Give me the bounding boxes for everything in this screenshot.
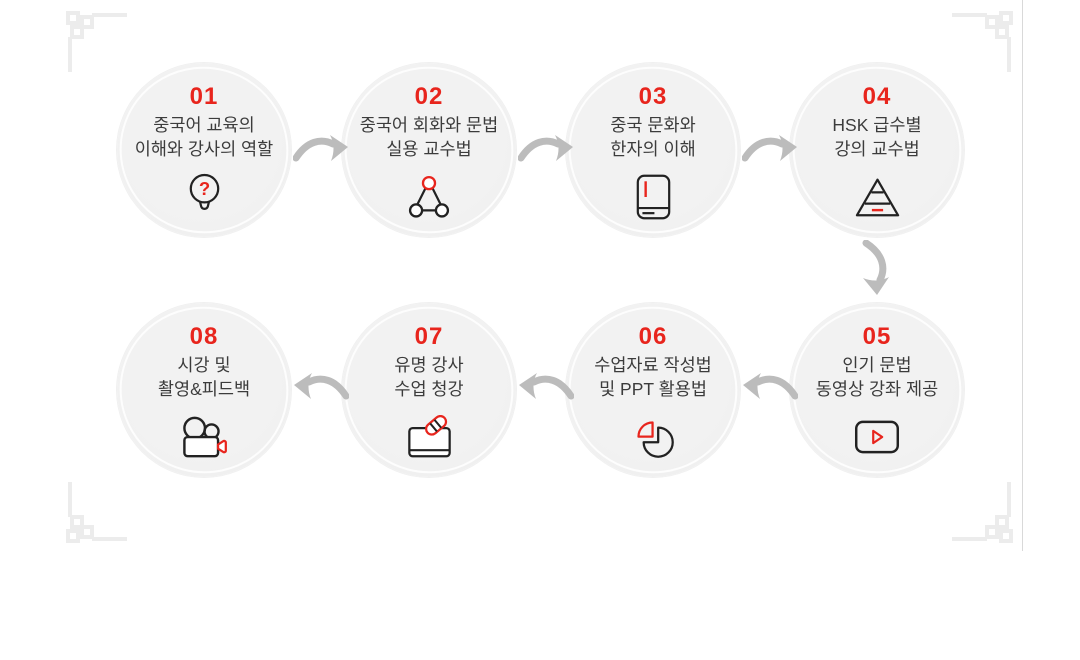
- arrow-left-icon: [293, 368, 349, 406]
- step-title: 중국 문화와 한자의 이해: [610, 113, 695, 161]
- step-number: 07: [414, 323, 444, 350]
- step-title-line1: 중국어 회화와 문법: [359, 115, 499, 135]
- step-title: 중국어 회화와 문법 실용 교수법: [360, 113, 499, 161]
- step-number: 05: [862, 323, 892, 350]
- arrow-down-icon: [856, 240, 894, 296]
- network-nodes-icon: [407, 171, 451, 223]
- svg-text:?: ?: [198, 178, 209, 199]
- step-title-line2: 및 PPT 활용법: [599, 379, 707, 399]
- step-title-line2: 동영상 강좌 제공: [815, 379, 939, 399]
- step-number: 06: [638, 323, 668, 350]
- arrow-left-icon: [742, 368, 798, 406]
- board-eraser-icon: [406, 411, 453, 463]
- pie-chart-icon: [631, 411, 676, 463]
- step-number: 02: [414, 83, 444, 110]
- arrow-right-icon: [742, 130, 798, 168]
- step-number: 08: [189, 323, 219, 350]
- step-circle-01: 01 중국어 교육의 이해와 강사의 역할 ?: [117, 63, 291, 237]
- step-title-line1: 유명 강사: [394, 355, 464, 375]
- step-title-line2: 한자의 이해: [610, 139, 696, 159]
- step-title: 인기 문법 동영상 강좌 제공: [816, 353, 938, 401]
- step-title-line2: 수업 청강: [394, 379, 464, 399]
- step-number: 01: [189, 83, 219, 110]
- step-title-line1: 중국어 교육의: [153, 115, 255, 135]
- frame-corner-bottom-left-icon: [64, 482, 127, 545]
- step-title: 중국어 교육의 이해와 강사의 역할: [135, 113, 274, 161]
- step-circle-02: 02 중국어 회화와 문법 실용 교수법: [342, 63, 516, 237]
- step-circle-05: 05 인기 문법 동영상 강좌 제공: [790, 303, 964, 477]
- frame-corner-bottom-right-icon: [952, 482, 1015, 545]
- step-title: HSK 급수별 강의 교수법: [832, 113, 921, 161]
- step-title-line2: 실용 교수법: [386, 139, 472, 159]
- frame-corner-top-left-icon: [64, 9, 127, 72]
- step-title-line1: 중국 문화와: [610, 115, 696, 135]
- page-right-border: [1022, 0, 1023, 551]
- step-title: 수업자료 작성법 및 PPT 활용법: [594, 353, 712, 401]
- arrow-right-icon: [293, 130, 349, 168]
- arrow-left-icon: [518, 368, 574, 406]
- step-title-line2: 이해와 강사의 역할: [134, 139, 274, 159]
- lightbulb-question-icon: ?: [184, 171, 225, 223]
- book-icon: [635, 171, 672, 223]
- step-circle-03: 03 중국 문화와 한자의 이해: [566, 63, 740, 237]
- video-play-icon: [854, 411, 900, 463]
- step-number: 03: [638, 83, 668, 110]
- pyramid-levels-icon: [854, 171, 901, 223]
- step-title: 시강 및 촬영&피드백: [158, 353, 250, 401]
- step-number: 04: [862, 83, 892, 110]
- step-circle-06: 06 수업자료 작성법 및 PPT 활용법: [566, 303, 740, 477]
- step-title-line1: HSK 급수별: [832, 115, 922, 135]
- step-circle-07: 07 유명 강사 수업 청강: [342, 303, 516, 477]
- step-title: 유명 강사 수업 청강: [394, 353, 463, 401]
- video-camera-icon: [181, 411, 228, 463]
- step-circle-08: 08 시강 및 촬영&피드백: [117, 303, 291, 477]
- step-title-line1: 시강 및: [177, 355, 231, 375]
- step-title-line1: 인기 문법: [842, 355, 912, 375]
- step-title-line1: 수업자료 작성법: [594, 355, 712, 375]
- frame-corner-top-right-icon: [952, 9, 1015, 72]
- step-circle-04: 04 HSK 급수별 강의 교수법: [790, 63, 964, 237]
- step-title-line2: 강의 교수법: [834, 139, 920, 159]
- arrow-right-icon: [518, 130, 574, 168]
- step-title-line2: 촬영&피드백: [157, 379, 251, 399]
